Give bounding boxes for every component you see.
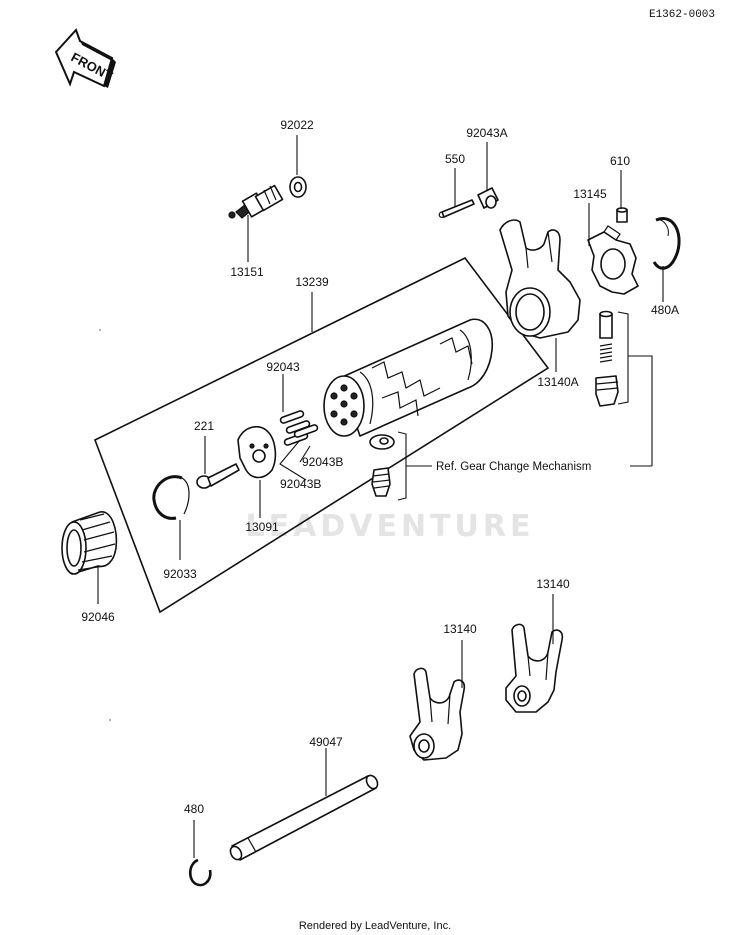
pin-550 [438, 199, 475, 218]
needle-bearing-92046 [61, 511, 118, 575]
plate-13145 [587, 225, 639, 295]
label-92043B-2: 92043B [280, 477, 321, 491]
neutral-switch-13151 [228, 184, 284, 219]
label-13140-upper: 13140 [536, 577, 570, 591]
circlip-92033 [152, 475, 190, 520]
label-221: 221 [194, 419, 214, 433]
front-arrow-icon: FRONT [54, 28, 116, 88]
pin-610 [616, 207, 628, 223]
label-13140A: 13140A [537, 375, 578, 389]
shift-fork-shaft-49047 [229, 774, 379, 861]
watermark: LEADVENTURE [246, 509, 535, 544]
shift-drum [323, 318, 494, 437]
footer-credit: Rendered by LeadVenture, Inc. [299, 920, 451, 932]
circlip-480 [188, 858, 212, 887]
label-13145: 13145 [573, 187, 607, 201]
circlip-480A [652, 217, 681, 270]
margin-mark [99, 329, 101, 331]
drum-assembly-frame [93, 256, 550, 614]
pin-92043A [477, 187, 499, 209]
label-550: 550 [445, 152, 465, 166]
label-92033: 92033 [163, 567, 197, 581]
drum-detent-parts [369, 434, 395, 497]
label-92022: 92022 [280, 118, 314, 132]
pins-92043 [279, 410, 319, 446]
gear-change-pin-group [595, 310, 619, 407]
label-13091: 13091 [245, 520, 279, 534]
label-13151: 13151 [230, 265, 264, 279]
label-92043B-1: 92043B [302, 455, 343, 469]
plate-13091 [237, 426, 277, 479]
label-480: 480 [184, 802, 204, 816]
label-92046: 92046 [81, 610, 115, 624]
shift-fork-13140-left [409, 667, 466, 761]
bolt-221 [196, 463, 240, 489]
label-13140-lower: 13140 [443, 622, 477, 636]
reference-note: Ref. Gear Change Mechanism [436, 461, 591, 473]
label-13239: 13239 [295, 275, 329, 289]
label-92043A: 92043A [466, 126, 507, 140]
diagram-code: E1362-0003 [649, 9, 715, 21]
label-480A: 480A [651, 303, 679, 317]
shift-fork-13140A [499, 219, 581, 339]
margin-mark [109, 719, 111, 721]
label-610: 610 [610, 154, 630, 168]
washer-92022 [289, 176, 307, 198]
shift-fork-13140-right [505, 623, 564, 713]
label-49047: 49047 [309, 735, 343, 749]
label-92043: 92043 [266, 360, 300, 374]
